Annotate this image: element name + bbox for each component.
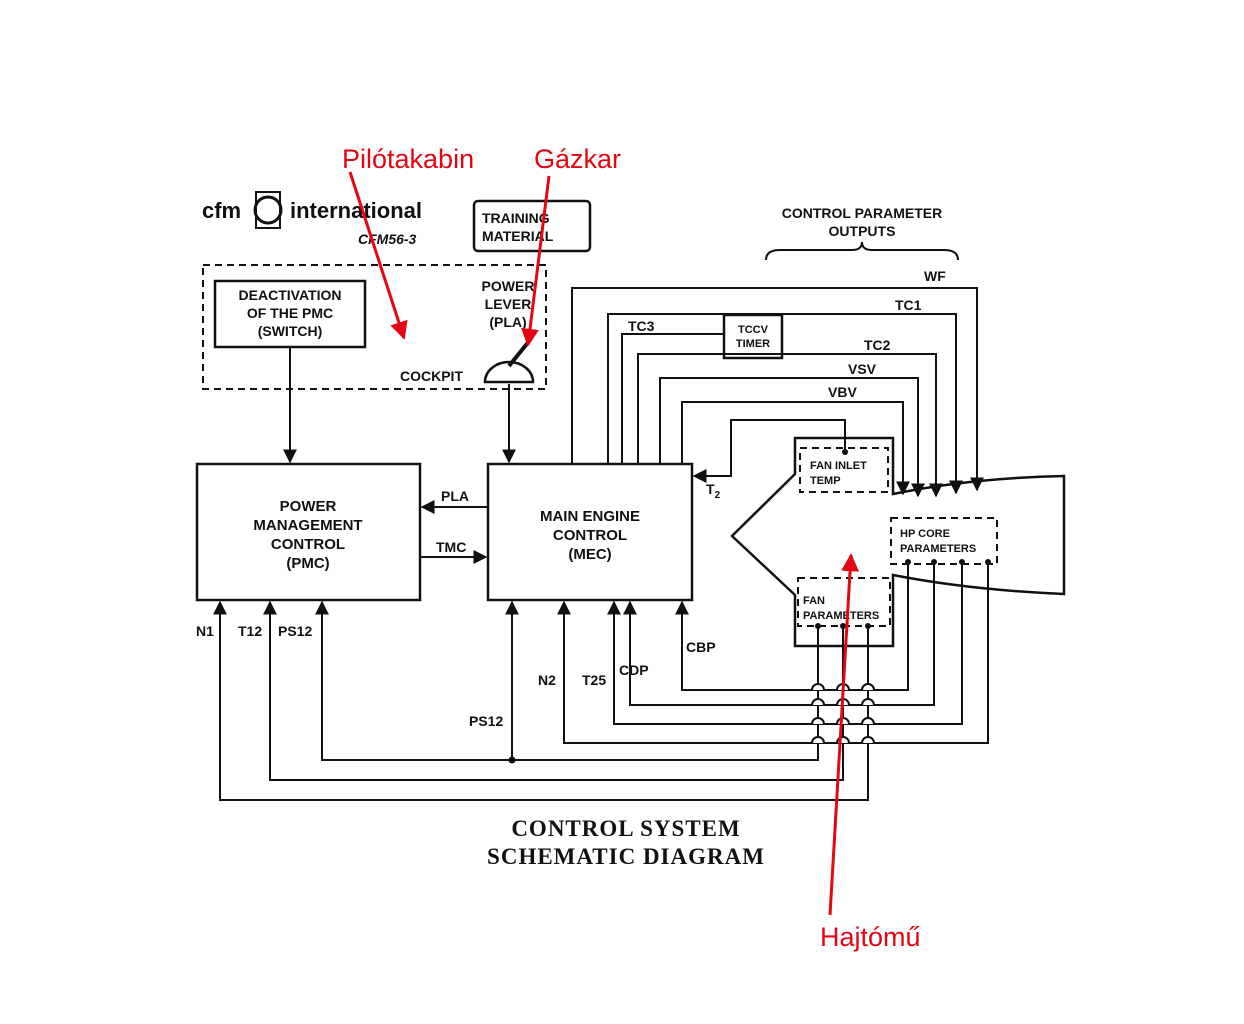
annotation-engine-arrow	[828, 553, 860, 916]
fan-sensor-dots	[815, 623, 871, 629]
diagram-title-line2: SCHEMATIC DIAGRAM	[487, 844, 765, 869]
hp-core-line1: HP CORE	[900, 528, 950, 540]
mec-box	[486, 462, 694, 602]
cockpit-label: COCKPIT	[400, 368, 463, 384]
tc3-output-line	[621, 333, 724, 464]
fan-params-line2: PARAMETERS	[803, 610, 879, 622]
cdp-label: CDP	[619, 662, 649, 678]
vbv-output-line	[681, 401, 910, 496]
pla-signal-label: PLA	[441, 488, 469, 504]
tc3-label: TC3	[628, 318, 655, 334]
outputs-header-line2: OUTPUTS	[829, 223, 896, 239]
fan-inlet-line1: FAN INLET	[810, 460, 867, 472]
pmc-line4: (PMC)	[286, 555, 329, 572]
mec-line3: (MEC)	[568, 546, 611, 563]
ps12-mec-label: PS12	[469, 713, 503, 729]
hp-core-line2: PARAMETERS	[900, 543, 976, 555]
t2-signal-line	[692, 419, 846, 483]
outputs-header-line1: CONTROL PARAMETER	[782, 205, 942, 221]
fan-inlet-line2: TEMP	[810, 475, 841, 487]
cfm-logo-left: cfm	[202, 198, 241, 223]
wire-crossover-hops	[811, 683, 875, 744]
engine-model: CFM56-3	[358, 231, 417, 247]
n1-feedback-line	[213, 600, 869, 801]
training-line1: TRAINING	[482, 210, 550, 226]
n1-label: N1	[196, 623, 214, 639]
n2-label: N2	[538, 672, 556, 688]
mec-line1: MAIN ENGINE	[540, 508, 640, 525]
pmc-box	[195, 462, 422, 602]
tmc-signal-label: TMC	[436, 539, 466, 555]
pmc-line1: POWER	[280, 498, 337, 515]
t25-label: T25	[582, 672, 606, 688]
cfm-logo-right: international	[290, 198, 422, 223]
t2-sensor-dot	[842, 449, 848, 455]
outputs-brace	[765, 241, 959, 261]
pmc-line3: CONTROL	[271, 536, 345, 553]
t25-feedback-line	[607, 562, 963, 725]
annotation-engine: Hajtómű	[820, 922, 921, 952]
annotation-cockpit: Pilótakabin	[342, 144, 474, 174]
annotation-throttle-arrow	[521, 175, 551, 347]
tccv-line1: TCCV	[738, 324, 769, 336]
annotation-cockpit-arrow	[348, 171, 408, 340]
annotation-throttle: Gázkar	[534, 144, 621, 174]
ps12-to-pmc-line	[315, 600, 819, 761]
training-line2: MATERIAL	[482, 228, 554, 244]
vbv-label: VBV	[828, 384, 857, 400]
wf-output-line	[571, 287, 984, 492]
tc1-label: TC1	[895, 297, 922, 313]
cbp-label: CBP	[686, 639, 716, 655]
tc2-label: TC2	[864, 337, 891, 353]
hp-core-sensor-dots	[905, 559, 991, 565]
switch-label-line2: OF THE PMC	[247, 305, 333, 321]
t2-label: T2	[706, 481, 721, 501]
vsv-label: VSV	[848, 361, 877, 377]
power-lever-line1: POWER	[482, 278, 535, 294]
cfm-logo-mark-icon	[253, 191, 283, 229]
t12-label: T12	[238, 623, 262, 639]
fan-inlet-temp-box	[799, 447, 889, 493]
mec-line2: CONTROL	[553, 527, 627, 544]
ps12-pmc-label: PS12	[278, 623, 312, 639]
cbp-feedback-line	[675, 562, 909, 691]
fan-parameters-box	[797, 577, 891, 627]
switch-label-line3: (SWITCH)	[258, 323, 323, 339]
pmc-line2: MANAGEMENT	[253, 517, 362, 534]
diagram-title-line1: CONTROL SYSTEM	[511, 816, 740, 841]
cdp-feedback-line	[623, 562, 935, 706]
fan-params-line1: FAN	[803, 595, 825, 607]
vsv-output-line	[659, 377, 925, 498]
tc2-output-line	[637, 353, 943, 498]
training-material-box	[472, 199, 592, 253]
n2-feedback-line	[557, 562, 989, 744]
switch-label-line1: DEACTIVATION	[239, 287, 342, 303]
wf-label: WF	[924, 268, 946, 284]
power-lever-line2: LEVER	[485, 296, 532, 312]
tccv-timer-box	[722, 313, 784, 360]
hp-core-parameters-box	[890, 517, 998, 565]
tccv-line2: TIMER	[736, 338, 770, 350]
power-lever-line3: (PLA)	[489, 314, 526, 330]
